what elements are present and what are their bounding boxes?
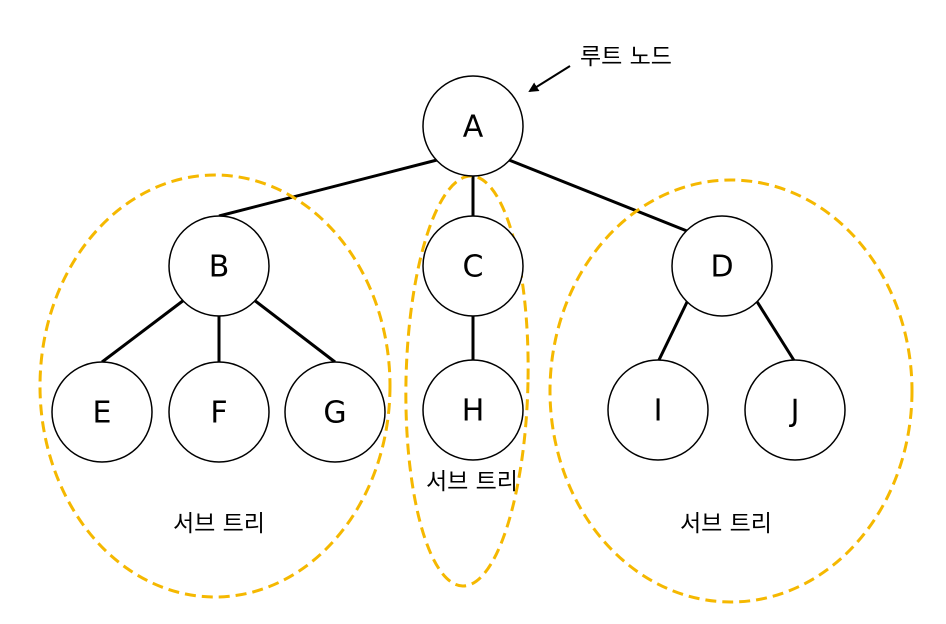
node-labels: A B C D E F G H I J [93, 110, 800, 431]
edges [101, 158, 797, 364]
root-pointer-arrow [528, 65, 571, 93]
node-label-d: D [710, 250, 733, 285]
node-c [422, 215, 524, 317]
node-h [422, 359, 524, 461]
node-label-a: A [463, 110, 484, 145]
edge-a-b [218, 158, 438, 218]
edge-d-i [656, 299, 690, 363]
edge-d-j [754, 299, 797, 363]
subtree-outline-d [548, 178, 914, 604]
node-g [284, 361, 386, 463]
node-b [168, 215, 270, 317]
node-a [422, 75, 524, 177]
subtree-outlines [38, 173, 914, 604]
subtree-caption-d: 서브 트리 [680, 511, 772, 537]
nodes [51, 75, 846, 463]
node-label-i: I [654, 394, 663, 429]
subtree-outline-b [38, 173, 392, 599]
node-label-h: H [462, 394, 485, 429]
node-label-f: F [210, 396, 227, 431]
edge-b-e [101, 298, 185, 364]
subtree-caption-c: 서브 트리 [426, 469, 518, 495]
node-label-c: C [463, 250, 484, 285]
edge-b-g [253, 298, 336, 364]
node-f [168, 361, 270, 463]
root-node-label: 루트 노드 [580, 44, 672, 70]
node-e [51, 361, 153, 463]
node-label-g: G [323, 396, 346, 431]
subtree-caption-b: 서브 트리 [173, 511, 265, 537]
node-label-b: B [209, 250, 230, 285]
node-d [671, 215, 773, 317]
node-label-e: E [93, 396, 112, 431]
edge-a-d [508, 158, 688, 233]
node-j [744, 359, 846, 461]
node-i [607, 359, 709, 461]
node-label-j: J [789, 394, 800, 429]
